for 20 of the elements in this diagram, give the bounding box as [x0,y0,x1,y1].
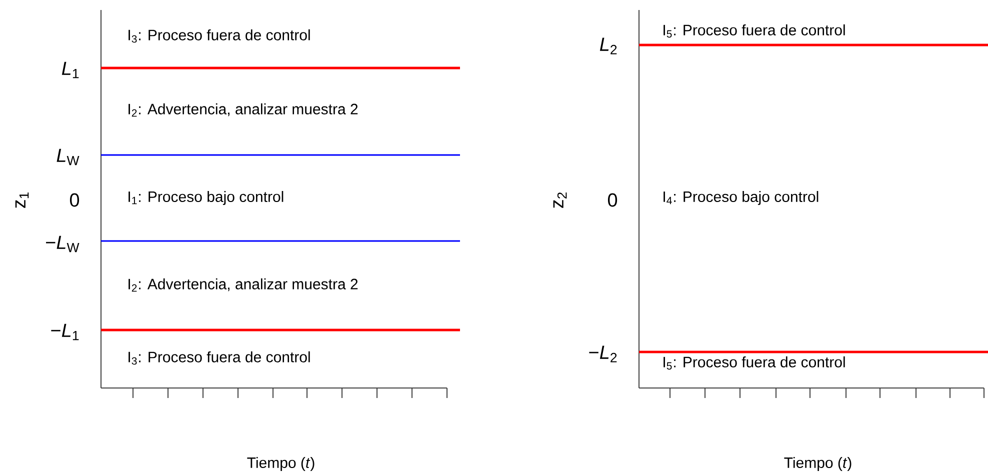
tick-label: −L$_{1}$ [51,324,79,340]
tick-label: L$_{1}$ [62,62,79,78]
tick-label: 0 [608,193,618,207]
tick-label: L$_{W}$ [56,148,80,166]
zone-label: I$_{5}$: Proceso fuera de control [664,24,845,38]
zone-label: I$_{2}$: Advertencia, analizar muestra 2 [128,103,358,117]
zone-label: I$_{3}$: Proceso fuera de control [128,29,310,43]
tick-label: L$_{2}$ [600,38,617,54]
zone-label: I$_{2}$: Advertencia, analizar muestra 2 [128,278,358,292]
tick-label: −L$_{W}$ [46,236,80,252]
axis-title: z$_{1}$ [15,192,29,208]
zone-label: I$_{5}$: Proceso fuera de control [664,356,845,370]
axis-title: z$_{2}$ [553,192,567,208]
zone-label: I$_{3}$: Proceso fuera de control [128,351,310,365]
tick-label: 0 [70,193,80,207]
zone-label: I$_{4}$: Proceso bajo control [664,191,818,205]
zone-label: I$_{1}$: Proceso bajo control [128,191,284,205]
axis-title: Tiempo (t) [784,457,852,471]
axis-title: Tiempo (t) [247,457,314,471]
tick-label: −L$_{2}$ [589,346,617,362]
